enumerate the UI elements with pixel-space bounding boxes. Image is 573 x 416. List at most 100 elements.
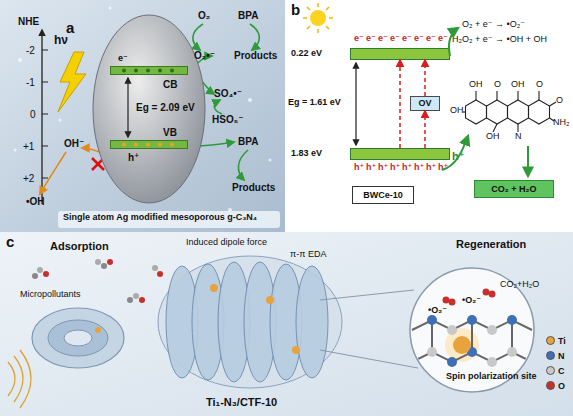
figure-label: π-π EDA [290,250,326,260]
zoom-circle [487,357,497,367]
figure-label: Induced dipole force [186,238,267,248]
legend-swatch [546,336,555,345]
porous-framework [292,346,300,354]
electron-dots [146,69,150,73]
figure-label: O [556,96,563,106]
zoom-circle [427,315,437,325]
tetracycline-molecule [517,124,518,132]
figure-label: •O₂⁻ [462,296,481,306]
micropollutant-molecules [101,263,107,269]
figure-label: -2 [26,45,35,56]
legend-swatch [546,366,555,375]
porous-framework [158,256,342,388]
figure-label: Products [232,182,275,193]
figure-label: Ti₁-N₃/CTF-10 [206,396,277,408]
panel-a-background [0,0,285,232]
figure-label: O₂•⁻ [194,50,215,61]
porous-framework [210,284,218,292]
porous-framework [320,290,414,300]
conduction-band: CB [110,66,188,75]
figure-label: NHE [18,16,39,27]
micropollutant-molecules [37,267,43,273]
micropollutant-molecules [95,259,101,265]
hole-dots [158,143,162,147]
node-text: OV [411,97,439,110]
figure-label: Eg = 1.61 eV [288,98,341,108]
sound-waves [14,356,23,402]
figure-label: •O₂⁻ [428,306,447,316]
figure-label: NH₂ [553,118,570,128]
micropollutant-molecules [139,297,145,303]
panel-a-background [269,159,272,162]
panel-a-background [109,7,112,10]
legend-entry: O [546,381,565,392]
panel-a-background [248,98,252,102]
micropollutant-molecules [107,259,113,265]
particle-ellipse [93,15,205,203]
tetracycline-molecule [487,100,508,124]
hole-dots [122,143,174,147]
zoom-circle [483,289,490,296]
conduction-band: 0.22 eV [350,48,450,60]
legend-swatch [546,351,555,360]
legend-swatch [546,381,555,390]
figure-label: O [494,80,501,90]
potential-axis [42,114,48,115]
figure-label: e⁻ [366,34,376,44]
figure-label: BPA [238,136,258,147]
sound-waves [8,362,15,396]
hole-dots [170,143,174,147]
tetracycline-molecule [463,91,556,132]
sun-symbol [326,7,329,10]
figure-label: +1 [23,141,34,152]
figure-label: H₂O₂ + e⁻ → •OH + OH [452,35,547,45]
zoom-circle [507,315,517,325]
caption-box [58,211,280,228]
figure-label: OH [511,80,525,90]
electron-dots [158,69,162,73]
figure-label: e⁻ [118,54,128,64]
panel-b-background [285,0,573,232]
sun-symbol [303,3,333,33]
porous-framework [296,266,328,378]
band-gap-arrow [128,63,356,145]
excitation-arrow [424,111,426,148]
zoom-circle [427,347,437,357]
figure-label: 0 [30,109,36,120]
figure-label: h⁺ [402,163,412,173]
zoom-circle [489,291,496,298]
porous-framework [266,296,274,304]
micropollutant-molecules [127,297,133,303]
light-bolt [58,52,86,112]
figure-label: e⁻ [414,34,424,44]
electron-dots [122,69,174,73]
legend-entry: Ti [546,336,566,347]
tetracycline-molecule [496,91,497,100]
figure-label: h⁺ [354,163,364,173]
semiconductor-particle: Eg = 2.09 eVCBVB [92,14,206,204]
sun-symbol [317,3,319,7]
tetracycline-molecule [466,100,487,124]
reaction-arrows [250,24,259,50]
electron-dots [122,69,126,73]
figure-label: O₂ [198,10,210,21]
figure-label: e⁻ [426,34,436,44]
zoom-circle [507,347,517,357]
blocked-oxidation [40,152,66,194]
light-bolt [58,52,86,112]
legend-text: O [558,381,565,391]
node-text: CO₂ + H₂O [475,181,553,197]
micropollutant-molecules [32,273,38,279]
figure-label: h⁺ [438,163,448,173]
potential-axis [42,30,48,204]
hole-dots [134,143,138,147]
legend-entry: N [546,351,565,362]
degradation-arrows [442,136,468,170]
figure-label: e⁻ [390,34,400,44]
node-text: VB [163,127,177,138]
product-box: CO₂ + H₂O [474,180,554,198]
sun-symbol [317,29,319,33]
figure-label: e⁻ [378,34,388,44]
tetracycline-molecule [475,91,476,100]
